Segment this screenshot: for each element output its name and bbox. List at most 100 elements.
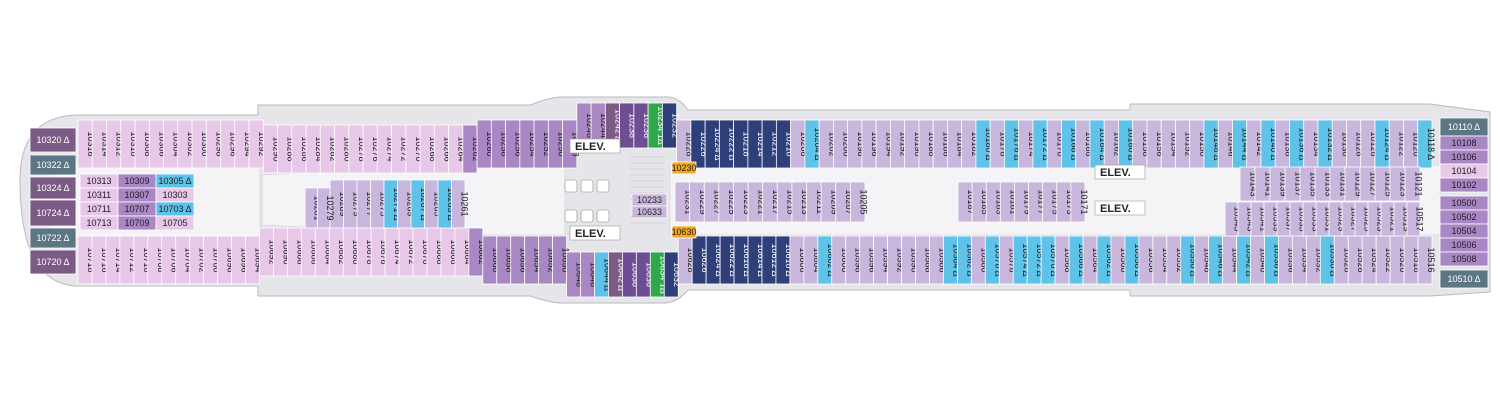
cabin-top[interactable]: 10202 xyxy=(818,119,837,169)
cabin-top[interactable]: 10144 Δ xyxy=(1232,119,1251,169)
cabin-stern-inner[interactable]: 10305 Δ xyxy=(155,173,195,189)
cabin-top[interactable]: 10152 xyxy=(1175,119,1194,169)
cabin-inner-forward[interactable]: 10275 xyxy=(370,179,389,229)
cabin-bottom[interactable]: 10548 xyxy=(1194,235,1213,285)
cabin-inner-midship[interactable]: 10233 xyxy=(631,193,668,207)
cabin-stern-inner[interactable]: 10307 xyxy=(117,187,157,203)
cabin-bow[interactable]: 10500 xyxy=(1439,195,1489,211)
cabin-inner-midship[interactable]: 10205 xyxy=(849,181,869,223)
cabin-top[interactable]: 10178 xyxy=(989,119,1008,169)
cabin-bottom[interactable]: 10586 xyxy=(929,235,947,285)
cabin-bow[interactable]: 10102 xyxy=(1439,177,1489,193)
cabin-bottom[interactable]: 10516 xyxy=(1417,235,1436,285)
cabin-top[interactable]: 10150 xyxy=(1189,119,1208,169)
cabin-bow[interactable]: 10108 xyxy=(1439,135,1489,151)
cabin-stern[interactable]: 10720 Δ xyxy=(29,249,77,275)
cabin-stern-inner[interactable]: 10313 xyxy=(79,173,119,189)
cabin-number: 10188 xyxy=(927,131,937,156)
cabin-top[interactable]: 10212 xyxy=(761,119,780,169)
cabin-bottom[interactable]: 10604 xyxy=(803,235,822,285)
cabin-bottom[interactable]: 10690 xyxy=(273,227,291,277)
cabin-stern[interactable]: 10724 Δ xyxy=(29,199,77,227)
cabin-bottom[interactable]: 10558 Δ xyxy=(1124,235,1143,285)
cabin-inner-aft-a[interactable]: 10135 xyxy=(1299,166,1319,202)
cabin-bow[interactable]: 10502 xyxy=(1439,209,1489,225)
cabin-top[interactable]: 10268 xyxy=(419,124,438,174)
cabin-top[interactable]: 10270 xyxy=(405,124,424,174)
cabin-inner-aft-a[interactable]: 10121 xyxy=(1404,166,1424,202)
cabin-bottom[interactable]: 10562 Δ xyxy=(1096,235,1115,285)
cabin-top[interactable]: 10302 xyxy=(177,119,196,169)
cabin-inner-forward[interactable]: 10269 xyxy=(397,179,416,229)
cabin-bottom[interactable]: 10652 xyxy=(538,235,557,285)
cabin-number: 10668 xyxy=(435,239,445,264)
cabin-bow[interactable]: 10504 xyxy=(1439,223,1489,239)
elevator-label: ELEV. xyxy=(575,228,606,240)
cabin-stern-inner[interactable]: 10703 Δ xyxy=(155,201,195,217)
cabin-inner-midship[interactable]: 10227 xyxy=(703,181,723,223)
cabin-top[interactable]: 10194 xyxy=(875,119,894,169)
cabin-inner-forward[interactable]: 10263 Δ xyxy=(437,179,456,229)
cabin-stern-inner[interactable]: 10303 xyxy=(155,187,195,203)
cabin-small-label[interactable]: 10630 xyxy=(671,225,697,239)
cabin-number: 10231 xyxy=(683,189,693,214)
cabin-small-label[interactable]: 10230 xyxy=(671,161,697,175)
cabin-number: 10320 Δ xyxy=(36,135,69,145)
cabin-bow[interactable]: 10110 Δ xyxy=(1439,117,1489,137)
cabin-top[interactable]: 10316 xyxy=(77,119,96,169)
cabin-bottom[interactable]: 10718 xyxy=(77,235,96,285)
cabin-inner-forward[interactable]: 10277 xyxy=(356,179,375,229)
cabin-inner-forward[interactable]: 10279 xyxy=(343,179,362,229)
cabin-top[interactable]: 10156 xyxy=(1146,119,1165,169)
cabin-top[interactable]: 10190 xyxy=(904,119,923,169)
cabin-bottom[interactable]: 10598 xyxy=(845,235,864,285)
cabin-bow[interactable]: 10506 xyxy=(1439,237,1489,253)
cabin-top[interactable]: 10118 Δ xyxy=(1417,119,1436,169)
cabin-number: 10718 xyxy=(86,247,96,272)
cabin-stern[interactable]: 10322 Δ xyxy=(29,154,77,176)
cabin-inner-aft[interactable]: 10171 xyxy=(1070,181,1089,223)
cabin-stern-inner[interactable]: 10709 xyxy=(117,215,157,231)
cabin-inner-aft-a[interactable]: 10137 xyxy=(1284,166,1304,202)
cabin-stern[interactable]: 10722 Δ xyxy=(29,227,77,249)
cabin-inner-forward[interactable]: 10279 xyxy=(317,187,335,229)
cabin-stern-inner[interactable]: 10705 xyxy=(155,215,195,231)
cabin-bow[interactable]: 10104 xyxy=(1439,163,1489,179)
cabin-inner-aft[interactable]: 10183 xyxy=(985,181,1004,223)
cabin-bow[interactable]: 10510 Δ xyxy=(1439,269,1489,289)
cabin-inner-forward[interactable]: 10267 Δ xyxy=(410,179,429,229)
cabin-inner-aft-a[interactable]: 10131 xyxy=(1329,166,1349,202)
cabin-bottom[interactable]: 10662 xyxy=(468,227,487,277)
cabin-bow[interactable]: 10106 xyxy=(1439,149,1489,165)
cabin-bottom[interactable]: 10612 Δ xyxy=(761,235,780,285)
cabin-bottom[interactable]: 10634 1Δ xyxy=(649,251,668,298)
cabin-top[interactable]: 10196 xyxy=(861,119,880,169)
cabin-inner-midship[interactable]: 10633 xyxy=(631,205,668,219)
cabin-top[interactable]: 10280 xyxy=(334,124,353,174)
cabin-inner-forward[interactable]: 10261 xyxy=(451,179,470,229)
cabin-inner-aft-b[interactable]: 10539 xyxy=(1263,201,1282,237)
cabin-top[interactable]: 10234 1Δ xyxy=(647,102,666,149)
cabin-top[interactable]: 10294 xyxy=(234,119,253,169)
cabin-inner-aft-a[interactable]: 10125 xyxy=(1374,166,1394,202)
cabin-inner-aft-b[interactable]: 10529 xyxy=(1328,201,1347,237)
cabin-top[interactable]: 10182 xyxy=(961,119,980,169)
cabin-bow[interactable]: 10508 xyxy=(1439,251,1489,267)
cabin-stern-inner[interactable]: 10309 xyxy=(117,173,157,189)
cabin-inner-aft-b[interactable]: 10517 xyxy=(1406,201,1425,237)
cabin-stern-inner[interactable]: 10707 xyxy=(117,201,157,217)
cabin-bottom[interactable]: 10578 Δ xyxy=(984,235,1003,285)
cabin-inner-aft-b[interactable]: 10535 xyxy=(1289,201,1308,237)
cabin-top[interactable]: 10180 Δ xyxy=(975,119,994,169)
cabin-stern[interactable]: 10320 Δ xyxy=(29,127,77,153)
cabin-bottom[interactable]: 10658 xyxy=(496,235,515,285)
cabin-bottom[interactable]: 10582 Δ xyxy=(957,235,975,285)
cabin-stern-inner[interactable]: 10713 xyxy=(79,215,119,231)
cabin-top[interactable]: 10214 xyxy=(747,119,766,169)
cabin-stern[interactable]: 10324 Δ xyxy=(29,176,77,200)
cabin-stern-inner[interactable]: 10711 xyxy=(79,201,119,217)
cabin-bottom[interactable]: 10636 xyxy=(635,251,654,298)
cabin-bottom[interactable]: 10646 xyxy=(580,251,599,298)
cabin-inner-aft-a[interactable]: 10143 xyxy=(1239,166,1259,202)
cabin-stern-inner[interactable]: 10311 xyxy=(79,187,119,203)
